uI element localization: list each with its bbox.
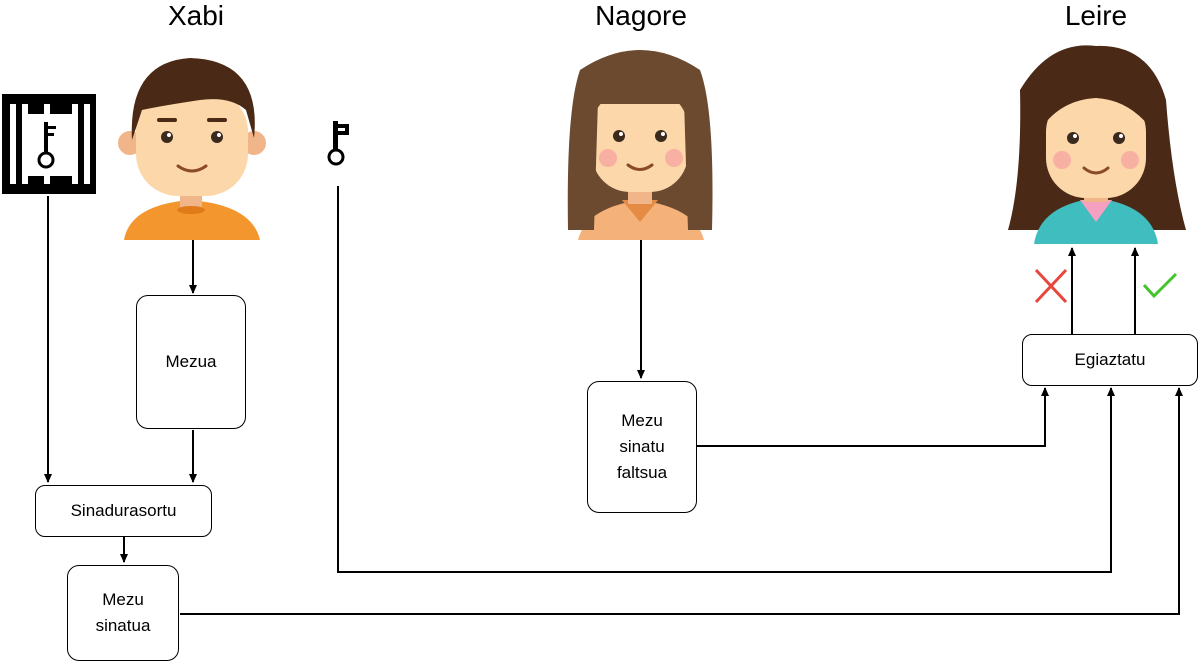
name-nagore: Nagore: [595, 0, 687, 31]
message-box: Mezua: [136, 295, 246, 429]
red-cross-icon: [1034, 268, 1068, 304]
avatar-nagore: [567, 50, 713, 240]
fake-signed-message-box: Mezu sinatu faltsua: [587, 381, 697, 513]
locked-key-icon: [2, 94, 96, 194]
arrow-public-key-to-verify: [337, 186, 1115, 573]
avatar-xabi: [118, 58, 266, 240]
green-check-icon: [1142, 272, 1178, 299]
arrow-signed-message-to-verify: [180, 387, 1183, 615]
name-leire: Leire: [1064, 0, 1128, 31]
arrow-fake-message-to-verify: [697, 387, 1049, 447]
avatar-leire: [1008, 45, 1186, 244]
name-xabi: Xabi: [167, 0, 225, 31]
verify-box: Egiaztatu: [1022, 334, 1198, 386]
signed-message-box: Mezu sinatua: [67, 565, 179, 661]
key-icon: [327, 121, 349, 166]
sign-box: Sinadurasortu: [35, 485, 212, 537]
